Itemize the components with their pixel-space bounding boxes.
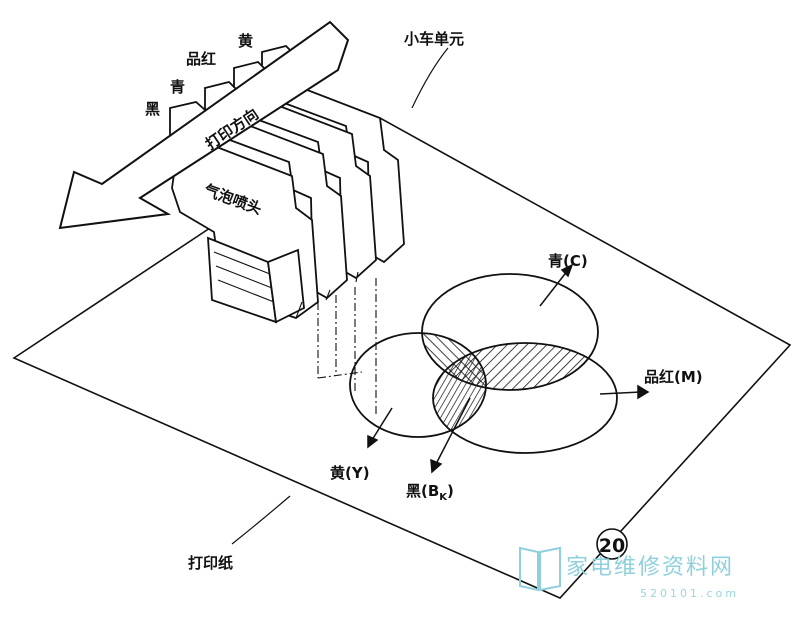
cart-unit [169, 45, 405, 324]
watermark: 家电维修资料网 520101.com [519, 546, 739, 600]
figure-number-text: 20 [599, 535, 625, 557]
print-direction-arrow [58, 20, 350, 230]
paper-leader [231, 495, 291, 545]
label-yellow-y: 黄(Y) [330, 464, 370, 482]
label-arrows [367, 263, 650, 474]
printing-paper [12, 117, 792, 599]
label-magenta-top: 品红 [186, 50, 216, 68]
label-cart-unit: 小车单元 [404, 30, 464, 48]
overlap-cyan-yellow [422, 333, 486, 390]
label-cyan-c: 青(C) [548, 252, 588, 270]
label-yellow-top: 黄 [238, 32, 253, 50]
figure-number: 20 [596, 528, 628, 560]
watermark-text: 家电维修资料网 [566, 555, 734, 580]
projection-lines [317, 278, 377, 415]
label-black-top: 黑 [145, 100, 160, 118]
cart-unit-leader [411, 47, 449, 109]
nozzle-detail-lines [213, 251, 359, 319]
book-icon [519, 546, 561, 592]
label-cyan-top: 青 [170, 78, 185, 96]
label-printing-paper: 打印纸 [188, 554, 233, 572]
label-black-bk: 黑(BK) [406, 482, 454, 503]
watermark-url: 520101.com [640, 587, 739, 600]
label-magenta-m: 品红(M) [644, 368, 703, 386]
